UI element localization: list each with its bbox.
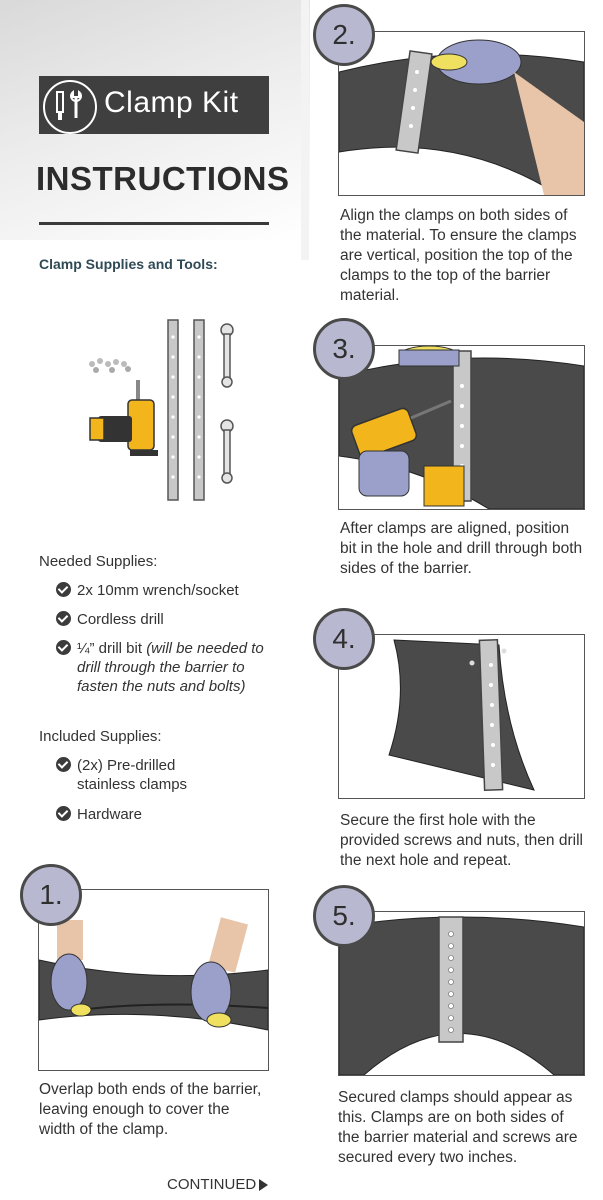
- check-circle-icon: [56, 582, 71, 597]
- needed-supplies-label: Needed Supplies:: [39, 553, 158, 570]
- step-5-badge: 5.: [313, 885, 375, 947]
- step-5-caption: Secured clamps should appear as this. Cl…: [338, 1089, 578, 1166]
- supplies-illustration: [70, 312, 270, 512]
- wrench-top-icon: [220, 323, 234, 388]
- check-circle-icon: [56, 611, 71, 626]
- clamp-strip-right-icon: [193, 319, 205, 501]
- step-3-caption: After clamps are aligned, position bit i…: [340, 520, 583, 577]
- needed-item: ¼” drill bit (will be needed to drill th…: [56, 639, 286, 717]
- step-4-illustration: [338, 634, 585, 799]
- check-circle-icon: [56, 640, 71, 655]
- hardware-screws-icon: [89, 358, 131, 373]
- column-divider: [301, 0, 309, 260]
- step-2-badge: 2.: [313, 4, 375, 66]
- included-supplies-label: Included Supplies:: [39, 728, 162, 745]
- page-title: INSTRUCTIONS: [36, 160, 290, 197]
- clamp-strip-left-icon: [167, 319, 179, 501]
- step-3-badge: 3.: [313, 318, 375, 380]
- check-circle-icon: [56, 806, 71, 821]
- included-item: (2x) Pre-drilled stainless clamps: [56, 756, 286, 796]
- step-1-caption: Overlap both ends of the barrier, leavin…: [39, 1081, 262, 1138]
- step-5-illustration: [338, 911, 585, 1076]
- tools-heading: Clamp Supplies and Tools:: [39, 256, 218, 272]
- step-2-illustration: [338, 31, 585, 196]
- check-circle-icon: [56, 757, 71, 772]
- cordless-drill-icon: [89, 380, 158, 456]
- needed-item: 2x 10mm wrench/socket: [56, 581, 286, 601]
- step-1-illustration: [38, 889, 269, 1071]
- play-arrow-icon[interactable]: [259, 1179, 268, 1191]
- needed-item: Cordless drill: [56, 610, 286, 630]
- step-4-badge: 4.: [313, 608, 375, 670]
- included-item: Hardware: [56, 805, 286, 825]
- step-2-caption: Align the clamps on both sides of the ma…: [340, 207, 577, 304]
- step-1-badge: 1.: [20, 864, 82, 926]
- continued-link[interactable]: CONTINUED: [167, 1176, 257, 1193]
- logo-title: Clamp Kit: [104, 86, 239, 119]
- tools-logo-icon: [43, 80, 97, 134]
- wrench-bottom-icon: [220, 419, 234, 484]
- step-3-illustration: [338, 345, 585, 510]
- step-4-caption: Secure the first hole with the provided …: [340, 812, 583, 869]
- title-divider: [39, 222, 269, 225]
